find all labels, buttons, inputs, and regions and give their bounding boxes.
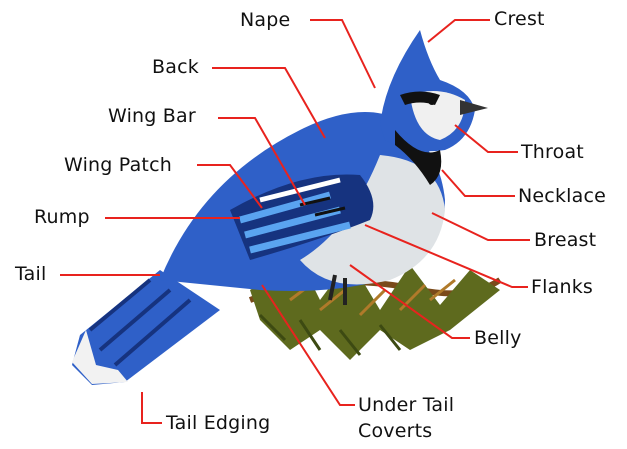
label-under-tail-coverts-line2: Coverts xyxy=(358,420,432,442)
leader-tail-edging xyxy=(142,392,162,423)
label-belly: Belly xyxy=(474,327,522,349)
label-wing-bar: Wing Bar xyxy=(108,105,196,127)
label-back: Back xyxy=(152,56,199,78)
bird-tail xyxy=(72,270,220,385)
label-nape: Nape xyxy=(240,9,290,31)
label-throat: Throat xyxy=(521,141,584,163)
leader-nape xyxy=(310,20,375,88)
label-crest: Crest xyxy=(494,8,545,30)
label-tail: Tail xyxy=(15,263,46,285)
label-rump: Rump xyxy=(34,206,90,228)
label-flanks: Flanks xyxy=(531,276,593,298)
leader-breast xyxy=(432,213,530,240)
leader-necklace xyxy=(442,170,515,196)
label-under-tail-coverts-line1: Under Tail xyxy=(358,394,454,416)
label-breast: Breast xyxy=(534,229,596,251)
label-tail-edging: Tail Edging xyxy=(166,412,270,434)
label-necklace: Necklace xyxy=(518,185,606,207)
leader-crest xyxy=(428,20,490,42)
label-wing-patch: Wing Patch xyxy=(64,154,172,176)
